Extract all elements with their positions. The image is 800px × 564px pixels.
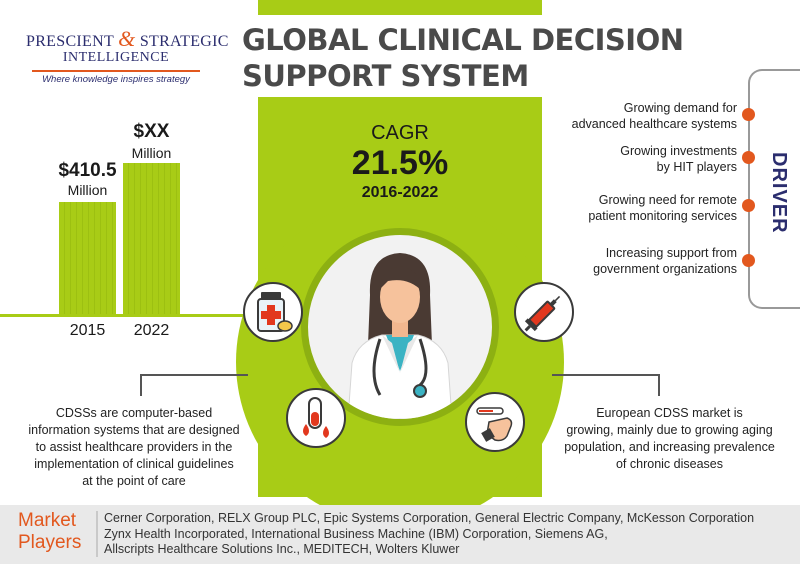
- driver-bullet-2: [742, 151, 755, 164]
- driver-bullet-3: [742, 199, 755, 212]
- top-accent-band: [258, 0, 542, 15]
- market-players-footer: [0, 505, 800, 564]
- company-logo[interactable]: PRESCIENT & STRATEGIC INTELLIGENCE Where…: [26, 26, 228, 85]
- cagr-period: 2016-2022: [361, 184, 439, 201]
- logo-line1: PRESCIENT & STRATEGIC: [26, 26, 228, 52]
- syringe-badge: [514, 282, 574, 342]
- driver-item-4: Increasing support from government organ…: [593, 245, 737, 277]
- left-connector-line: [140, 374, 248, 396]
- driver-title-text: DRIVER: [768, 152, 790, 234]
- cagr-value: 21.5%: [351, 144, 449, 182]
- medicine-badge: [243, 282, 303, 342]
- logo-ampersand: &: [118, 26, 136, 51]
- bar-2022-value: $XX: [133, 121, 170, 142]
- chart-baseline: [0, 314, 258, 317]
- driver-item-1-line2: advanced healthcare systems: [571, 117, 737, 131]
- driver-item-1: Growing demand for advanced healthcare s…: [572, 100, 737, 132]
- blood-test-icon: [303, 397, 329, 438]
- bar-2015-year: 2015: [69, 322, 106, 339]
- bar-2015: [59, 202, 116, 315]
- market-players-line: Zynx Health Incorporated, International …: [104, 526, 608, 541]
- driver-item-4-line2: government organizations: [593, 262, 737, 276]
- market-players-list: Cerner Corporation, RELX Group PLC, Epic…: [104, 511, 794, 558]
- driver-heading: DRIVER: [766, 152, 790, 234]
- europe-insight: European CDSS market is growing, mainly …: [552, 405, 787, 473]
- bar-2015-value: $410.5: [58, 160, 117, 181]
- cdss-definition-line: to assist healthcare providers in the: [35, 440, 233, 454]
- driver-bracket: [748, 69, 800, 309]
- footer-divider: [96, 511, 98, 557]
- driver-bullet-4: [742, 254, 755, 267]
- driver-item-3-line1: Growing need for remote: [598, 193, 737, 207]
- logo-line2: INTELLIGENCE: [62, 50, 170, 65]
- europe-insight-line: of chronic diseases: [615, 457, 723, 471]
- blood-test-badge: [286, 388, 346, 448]
- doctor-icon: [347, 253, 453, 419]
- bar-2022-year: 2022: [133, 322, 170, 339]
- thermometer-hand-icon: [476, 407, 513, 442]
- bar-2022-unit: Million: [131, 145, 172, 161]
- driver-item-3-line2: patient monitoring services: [588, 209, 737, 223]
- logo-word-strategic: STRATEGIC: [139, 33, 229, 50]
- driver-item-1-line1: Growing demand for: [623, 101, 737, 115]
- logo-word-prescient: PRESCIENT: [26, 33, 114, 50]
- cdss-definition-line: CDSSs are computer-based: [55, 406, 213, 420]
- cdss-definition-line: implementation of clinical guidelines: [34, 457, 234, 471]
- driver-item-4-line1: Increasing support from: [605, 246, 737, 260]
- cagr-label: CAGR: [371, 122, 429, 144]
- market-players-label-line1: Market: [18, 510, 77, 531]
- driver-item-2-line1: Growing investments: [620, 144, 737, 158]
- cdss-definition-line: information systems that are designed: [28, 423, 240, 437]
- title-line1: GLOBAL CLINICAL DECISION: [242, 23, 684, 57]
- cdss-definition: CDSSs are computer-based information sys…: [14, 405, 254, 490]
- europe-insight-line: population, and increasing prevalence: [564, 440, 775, 454]
- europe-insight-line: European CDSS market is: [596, 406, 743, 420]
- syringe-icon: [524, 295, 561, 332]
- market-players-label: Market Players: [18, 510, 81, 554]
- bar-2022: [123, 163, 180, 315]
- europe-insight-line: growing, mainly due to growing aging: [566, 423, 773, 437]
- medicine-bottle-icon: [257, 292, 293, 332]
- driver-item-2-line2: by HIT players: [656, 160, 737, 174]
- market-players-line: Cerner Corporation, RELX Group PLC, Epic…: [104, 511, 755, 525]
- title-line2: SUPPORT SYSTEM: [242, 59, 529, 93]
- logo-rule: [32, 70, 200, 72]
- market-players-label-line2: Players: [18, 532, 82, 553]
- page-title: GLOBAL CLINICAL DECISION SUPPORT SYSTEM: [242, 22, 684, 94]
- market-players-line: Allscripts Healthcare Solutions Inc., ME…: [104, 542, 460, 556]
- bar-2015-unit: Million: [67, 182, 108, 198]
- doctor-avatar-circle: [301, 228, 499, 426]
- driver-item-3: Growing need for remote patient monitori…: [588, 192, 737, 224]
- thermometer-badge: [465, 392, 525, 452]
- cdss-definition-line: at the point of care: [82, 474, 186, 488]
- right-connector-line: [552, 374, 660, 396]
- driver-bullet-1: [742, 108, 755, 121]
- logo-tagline: Where knowledge inspires strategy: [42, 74, 190, 85]
- driver-item-2: Growing investments by HIT players: [620, 143, 737, 175]
